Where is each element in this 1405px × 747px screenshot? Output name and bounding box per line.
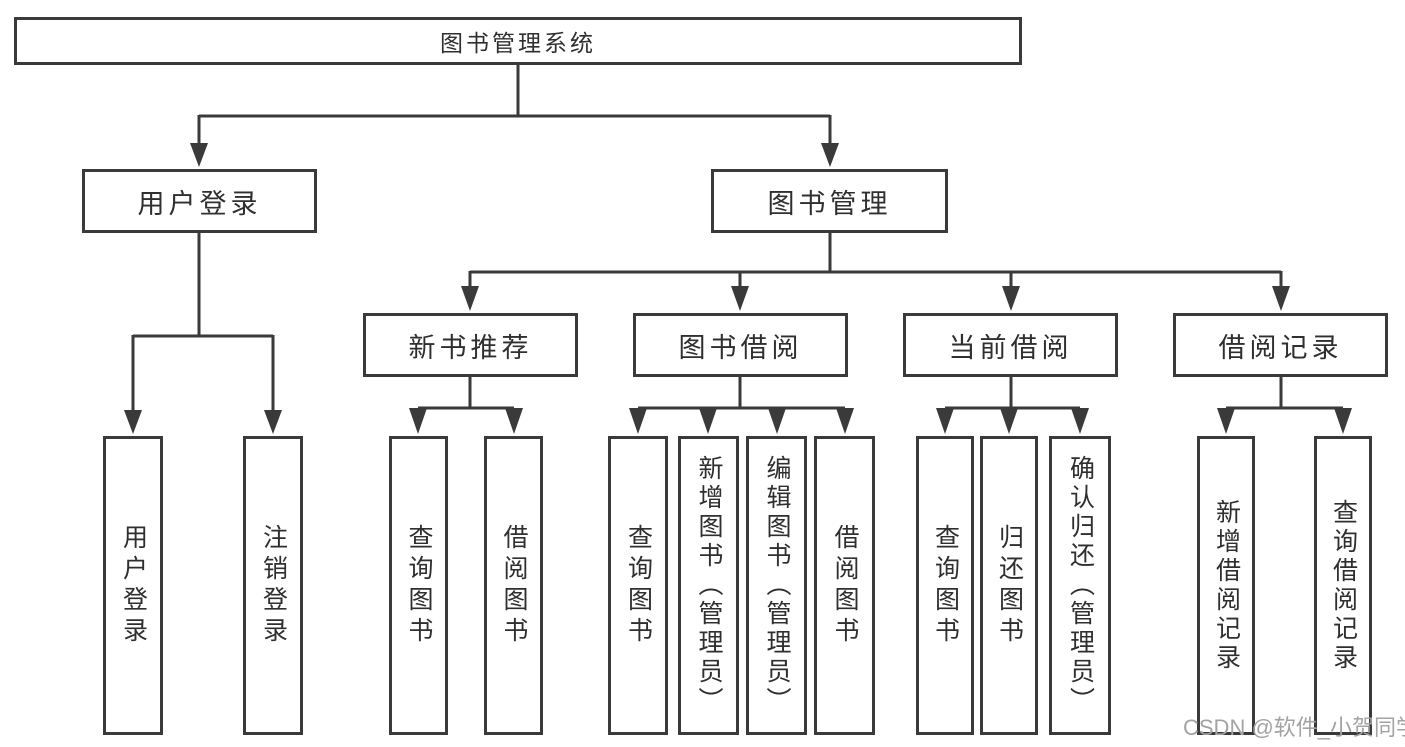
node-label: 新书推荐 xyxy=(408,332,533,363)
node-borrowing-records: 借阅记录 xyxy=(1173,313,1388,377)
node-library-management-system: 图书管理系统 xyxy=(14,17,1022,65)
node-label: 用户登录 xyxy=(137,188,262,219)
leaf-newbook-query-books: 查询图书 xyxy=(389,436,448,735)
leaf-current-query-books: 查询图书 xyxy=(916,436,974,735)
csdn-watermark: CSDN @软件_小贺同学 xyxy=(1183,715,1405,740)
leaf-records-query-record: 查询借阅记录 xyxy=(1314,436,1372,735)
leaf-current-confirm-return-admin: 确认归还（管理员） xyxy=(1049,436,1111,735)
leaf-borrow-add-books-admin: 新增图书（管理员） xyxy=(678,436,739,735)
leaf-borrow-query-books: 查询图书 xyxy=(608,436,668,735)
leaf-newbook-borrow-books: 借阅图书 xyxy=(484,436,543,735)
node-new-book-recommendation: 新书推荐 xyxy=(363,313,578,377)
node-label: 图书管理系统 xyxy=(440,30,596,56)
leaf-logout: 注销登录 xyxy=(243,436,303,735)
leaf-borrow-edit-books-admin: 编辑图书（管理员） xyxy=(746,436,807,735)
leaf-records-add-record: 新增借阅记录 xyxy=(1197,436,1255,735)
node-user-login: 用户登录 xyxy=(82,169,317,233)
node-label: 借阅记录 xyxy=(1218,332,1343,363)
node-book-borrowing: 图书借阅 xyxy=(633,313,848,377)
node-label: 图书借阅 xyxy=(678,332,803,363)
node-label: 图书管理 xyxy=(767,188,892,219)
node-label: 当前借阅 xyxy=(948,332,1073,363)
node-current-borrowing: 当前借阅 xyxy=(903,313,1118,377)
leaf-user-login: 用户登录 xyxy=(103,436,163,735)
leaf-borrow-borrow-books: 借阅图书 xyxy=(814,436,875,735)
leaf-current-return-books: 归还图书 xyxy=(980,436,1038,735)
node-book-management: 图书管理 xyxy=(711,169,948,233)
